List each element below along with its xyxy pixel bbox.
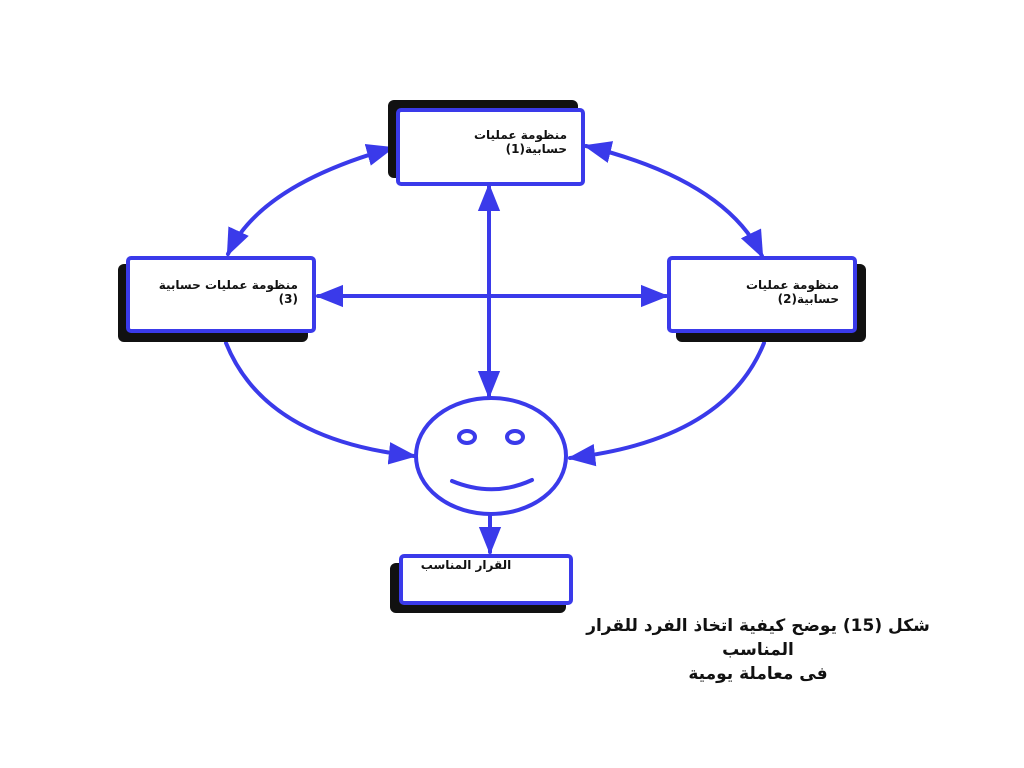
- system1-box: منظومة عمليات حسابية(1): [396, 108, 585, 186]
- system2-box: منظومة عمليات حسابية(2): [667, 256, 857, 333]
- system2-label: منظومة عمليات حسابية(2): [745, 278, 839, 306]
- system3-box: منظومة عمليات حسابية (3): [126, 256, 316, 333]
- decision-label: القرار المناسب: [420, 558, 512, 572]
- caption-line1: شكل (15) يوضح كيفية اتخاذ الفرد للقرار ا…: [586, 616, 930, 660]
- smiley-face-icon: [414, 396, 568, 516]
- system3-label: منظومة عمليات حسابية (3): [158, 278, 298, 306]
- caption-line2: فى معاملة يومية: [688, 664, 828, 684]
- arc-box2-to-face: [567, 341, 766, 467]
- figure-caption: شكل (15) يوضح كيفية اتخاذ الفرد للقرار ا…: [560, 614, 956, 686]
- arc-box1-to-box2: [583, 141, 764, 259]
- left-eye: [457, 429, 477, 445]
- arc-box3-to-box1: [226, 144, 395, 257]
- right-eye: [505, 429, 525, 445]
- smile: [450, 478, 534, 492]
- decision-box: القرار المناسب: [399, 554, 573, 605]
- system1-label: منظومة عمليات حسابية(1): [473, 128, 567, 156]
- arc-box3-to-face: [224, 341, 417, 465]
